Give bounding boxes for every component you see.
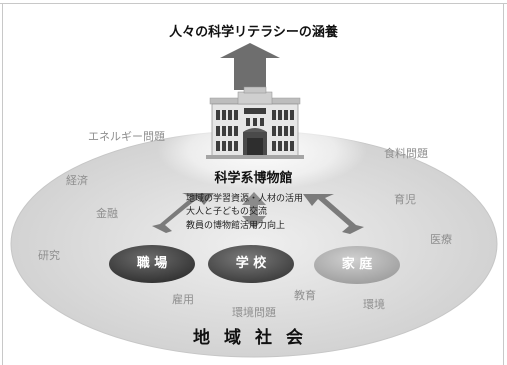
topic-finance: 金融 xyxy=(96,207,118,220)
frame-top-line xyxy=(0,3,507,4)
double-arrow-icon xyxy=(152,193,214,233)
topic-food: 食料問題 xyxy=(384,147,428,160)
up-arrow-icon xyxy=(220,43,280,90)
double-arrow-icon xyxy=(303,194,364,234)
museum-label: 科学系博物館 xyxy=(214,171,293,186)
topic-medical: 医療 xyxy=(430,233,452,246)
topic-childcare: 育児 xyxy=(394,193,416,206)
topic-employment: 雇用 xyxy=(172,293,194,306)
node-home xyxy=(314,246,400,284)
topic-research: 研究 xyxy=(38,249,60,262)
node-home-label: 家 庭 xyxy=(341,257,373,272)
node-school xyxy=(208,245,294,283)
topic-economy: 経済 xyxy=(66,174,88,187)
museum-role-2: 大人と子どもの交流 xyxy=(186,207,268,217)
node-work-label: 職 場 xyxy=(136,256,168,271)
double-arrow-icon xyxy=(242,192,266,229)
topic-environment: 環境 xyxy=(363,298,385,311)
topic-environmental-issues: 環境問題 xyxy=(232,306,276,319)
museum-role-1: 地域の学習資源・人材の活用 xyxy=(186,194,304,204)
community-label: 地域社会 xyxy=(193,328,317,348)
topic-education: 教育 xyxy=(294,289,316,302)
topic-energy: エネルギー問題 xyxy=(88,130,165,143)
page-title: 人々の科学リテラシーの涵養 xyxy=(169,25,338,40)
frame-right-line xyxy=(503,3,504,365)
museum-role-3: 教員の博物館活用力向上 xyxy=(186,221,286,231)
museum-building-icon xyxy=(206,86,304,159)
node-school-label: 学 校 xyxy=(235,256,267,271)
frame-left-line xyxy=(2,3,3,365)
node-work xyxy=(109,245,195,283)
